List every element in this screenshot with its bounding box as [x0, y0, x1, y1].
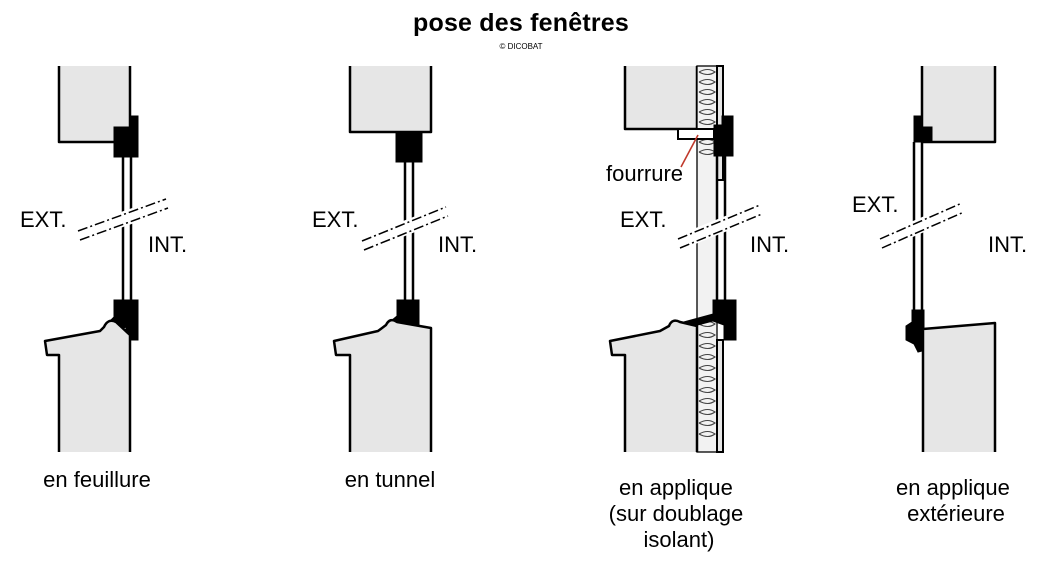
upper-wall [920, 66, 997, 144]
break-line [363, 215, 449, 251]
ext-label: EXT. [20, 207, 66, 232]
break-line [677, 204, 761, 240]
lower-frame-block [905, 309, 927, 353]
caption-line: (sur doublage [609, 501, 744, 526]
diagram-title: pose des fenêtres [413, 9, 629, 37]
int-label: INT. [750, 232, 789, 257]
int-label: INT. [438, 232, 477, 257]
plasterboard-facing [716, 339, 724, 453]
break-line [361, 206, 447, 242]
break-mask [76, 196, 168, 243]
caption-en-applique-exterieure: en applique extérieure [896, 475, 1016, 526]
upper-wall [623, 66, 699, 131]
break-mask [360, 204, 448, 253]
caption-en-applique-doublage: en applique (sur doublage isolant) [609, 475, 750, 552]
ext-label: EXT. [312, 207, 358, 232]
upper-frame-block [113, 115, 139, 158]
caption-line: en tunnel [345, 467, 436, 492]
ext-label: EXT. [852, 192, 898, 217]
lower-wall [921, 321, 997, 452]
panel-en-feuillure: EXT. INT. en feuillure [20, 66, 187, 492]
break-line [77, 198, 167, 232]
int-label: INT. [148, 232, 187, 257]
lower-wall-with-sill [43, 319, 132, 452]
upper-wall [348, 66, 433, 134]
panel-en-applique-doublage: fourrure EXT. INT. en applique (sur doub… [606, 65, 789, 552]
caption-en-tunnel: en tunnel [345, 467, 436, 492]
insulation-texture [698, 320, 716, 438]
caption-line: en applique [896, 475, 1010, 500]
panel-en-tunnel: EXT. INT. en tunnel [312, 66, 477, 492]
annotation-fourrure: fourrure [606, 161, 683, 186]
caption-line: en applique [619, 475, 733, 500]
break-line [881, 211, 965, 249]
caption-en-feuillure: en feuillure [43, 467, 151, 492]
upper-frame-block [395, 131, 423, 163]
break-mask [676, 202, 762, 251]
upper-wall [57, 66, 132, 144]
break-line [879, 202, 963, 240]
caption-line: en feuillure [43, 467, 151, 492]
int-label: INT. [988, 232, 1027, 257]
ext-label: EXT. [620, 207, 666, 232]
lower-wall-with-sill [608, 319, 699, 452]
annotation-leader-line [680, 134, 699, 168]
break-line [79, 207, 169, 241]
caption-line: extérieure [907, 501, 1005, 526]
lower-wall-with-sill [332, 318, 433, 452]
insulation-lining [696, 65, 718, 453]
upper-frame-block [713, 115, 734, 157]
caption-line: isolant) [644, 527, 715, 552]
break-line [679, 213, 763, 249]
panel-en-applique-exterieure: EXT. INT. en applique extérieure [852, 66, 1027, 526]
break-mask [878, 200, 964, 251]
copyright-notice: © DICOBAT [499, 42, 543, 51]
